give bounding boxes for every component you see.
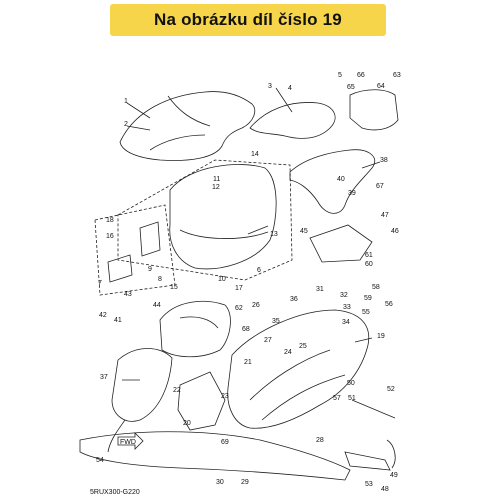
part-callout-35: 35 <box>272 318 280 325</box>
part-callout-17: 17 <box>235 285 243 292</box>
part-callout-8: 8 <box>158 276 162 283</box>
rear-cover-shape <box>249 102 336 139</box>
part-callout-52: 52 <box>387 386 395 393</box>
part-callout-19: 19 <box>377 333 385 340</box>
part-callout-33: 33 <box>343 304 351 311</box>
part-callout-16: 16 <box>106 233 114 240</box>
fwd-label: FWD <box>120 439 136 446</box>
part-callout-4: 4 <box>288 85 292 92</box>
part-callout-37: 37 <box>100 374 108 381</box>
part-callout-10: 10 <box>218 276 226 283</box>
part-callout-68: 68 <box>242 326 250 333</box>
part-callout-18: 18 <box>106 217 114 224</box>
part-callout-66: 66 <box>357 72 365 79</box>
part-callout-1: 1 <box>124 98 128 105</box>
part-callout-7: 7 <box>98 280 102 287</box>
part-callout-38: 38 <box>380 157 388 164</box>
part-callout-11: 11 <box>213 176 220 183</box>
part-callout-12: 12 <box>212 184 220 191</box>
part-callout-59: 59 <box>364 295 372 302</box>
storage-box-shape <box>169 164 277 270</box>
banner-text: Na obrázku díl číslo 19 <box>154 10 342 29</box>
part-callout-61: 61 <box>365 252 373 259</box>
part-callout-36: 36 <box>290 296 298 303</box>
diagram-code: 5RUX300-G220 <box>90 489 140 496</box>
part-callout-50: 50 <box>347 380 355 387</box>
part-callout-45: 45 <box>300 228 308 235</box>
seat-shape <box>119 91 256 161</box>
part-number-banner: Na obrázku díl číslo 19 <box>110 4 386 36</box>
part-callout-44: 44 <box>153 302 161 309</box>
part-callout-28: 28 <box>316 437 324 444</box>
part-callout-54: 54 <box>96 457 104 464</box>
part-callout-30: 30 <box>216 479 224 486</box>
under-cover-shape <box>79 431 351 481</box>
part-callout-41: 41 <box>114 317 122 324</box>
part-callout-29: 29 <box>241 479 249 486</box>
tail-shape <box>289 149 376 214</box>
part-callout-6: 6 <box>257 267 261 274</box>
part-callout-42: 42 <box>99 312 107 319</box>
part-callout-58: 58 <box>372 284 380 291</box>
part-callout-47: 47 <box>381 212 389 219</box>
part-callout-69: 69 <box>221 439 229 446</box>
part-callout-22: 22 <box>173 387 181 394</box>
part-callout-14: 14 <box>251 151 259 158</box>
part-callout-27: 27 <box>264 337 272 344</box>
part-callout-62: 62 <box>235 305 243 312</box>
part-callout-21: 21 <box>244 359 252 366</box>
part-callout-64: 64 <box>377 83 385 90</box>
part-callout-40: 40 <box>337 176 345 183</box>
part-callout-24: 24 <box>284 349 292 356</box>
part-callout-3: 3 <box>268 83 272 90</box>
fwd-arrow-icon <box>117 432 144 450</box>
part-callout-60: 60 <box>365 261 373 268</box>
part-callout-23: 23 <box>221 393 229 400</box>
part-callout-31: 31 <box>316 286 324 293</box>
part-callout-20: 20 <box>183 420 191 427</box>
frame-shape <box>227 309 370 429</box>
part-callout-49: 49 <box>390 472 398 479</box>
part-callout-9: 9 <box>148 266 152 273</box>
part-callout-39: 39 <box>348 190 356 197</box>
part-callout-32: 32 <box>340 292 348 299</box>
part-callout-5: 5 <box>338 72 342 79</box>
part-callout-48: 48 <box>381 486 389 493</box>
part-callout-43: 43 <box>124 291 132 298</box>
part-callout-26: 26 <box>252 302 260 309</box>
part-callout-56: 56 <box>385 301 393 308</box>
part-callout-25: 25 <box>299 343 307 350</box>
part-callout-2: 2 <box>124 121 128 128</box>
part-callout-13: 13 <box>270 231 278 238</box>
part-callout-63: 63 <box>393 72 401 79</box>
part-callout-55: 55 <box>362 309 370 316</box>
part-callout-65: 65 <box>347 84 355 91</box>
part-callout-34: 34 <box>342 319 350 326</box>
part-callout-53: 53 <box>365 481 373 488</box>
part-callout-46: 46 <box>391 228 399 235</box>
part-callout-15: 15 <box>170 284 178 291</box>
part-callout-57: 57 <box>333 395 341 402</box>
part-callout-51: 51 <box>348 395 356 402</box>
part-callout-67: 67 <box>376 183 384 190</box>
